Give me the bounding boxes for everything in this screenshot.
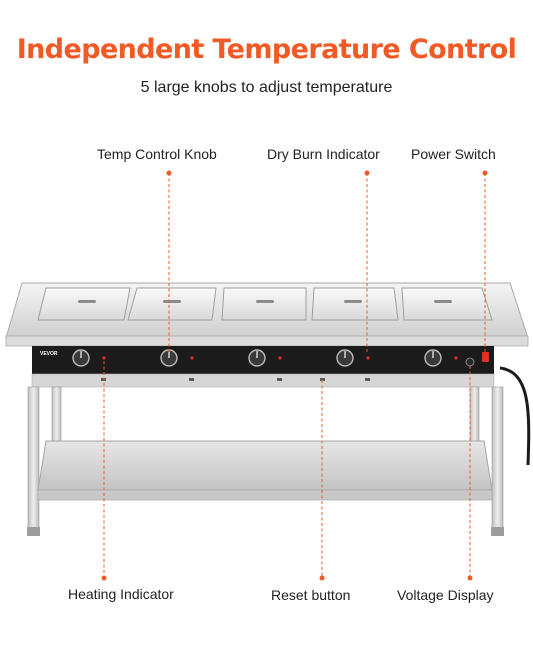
callout-heating-indicator: Heating Indicator <box>68 586 174 602</box>
pan-lid <box>37 287 131 321</box>
pan-lid <box>127 287 217 321</box>
brand-logo: VEVOR <box>40 351 58 357</box>
lid-handle <box>163 300 181 303</box>
headline: Independent Temperature Control <box>16 34 517 65</box>
callout-temp-control-knob: Temp Control Knob <box>97 146 217 162</box>
front-lip <box>5 335 529 347</box>
callout-reset-button: Reset button <box>271 587 351 603</box>
pan-lid <box>401 287 493 321</box>
power-cord <box>499 366 531 466</box>
knob-pointers <box>80 351 434 358</box>
callout-lines <box>103 173 486 578</box>
leg-foot <box>27 527 40 536</box>
heating-light <box>278 356 282 360</box>
lid-handle <box>256 300 274 303</box>
lid-handle <box>344 300 362 303</box>
voltage-display <box>465 357 475 367</box>
callout-power-switch: Power Switch <box>411 146 496 162</box>
lid-handle <box>78 300 96 303</box>
lid-handle <box>434 300 452 303</box>
panel-base <box>31 373 495 388</box>
heating-light <box>366 356 370 360</box>
food-pans <box>37 287 493 321</box>
shelf-edge <box>37 489 493 501</box>
leg <box>491 386 504 530</box>
lower-shelf <box>37 440 493 491</box>
callout-voltage-display: Voltage Display <box>397 587 494 603</box>
heating-light <box>102 356 106 360</box>
callout-dots <box>101 170 488 581</box>
indicator-lights <box>102 356 458 360</box>
power-switch <box>482 352 489 362</box>
heating-light <box>190 356 194 360</box>
subheadline: 5 large knobs to adjust temperature <box>140 79 393 96</box>
heating-light <box>454 356 458 360</box>
leg-foot <box>491 527 504 536</box>
leg <box>27 386 40 530</box>
pan-lid <box>311 287 399 321</box>
pan-lid <box>221 287 307 321</box>
callout-dry-burn-indicator: Dry Burn Indicator <box>267 146 380 162</box>
